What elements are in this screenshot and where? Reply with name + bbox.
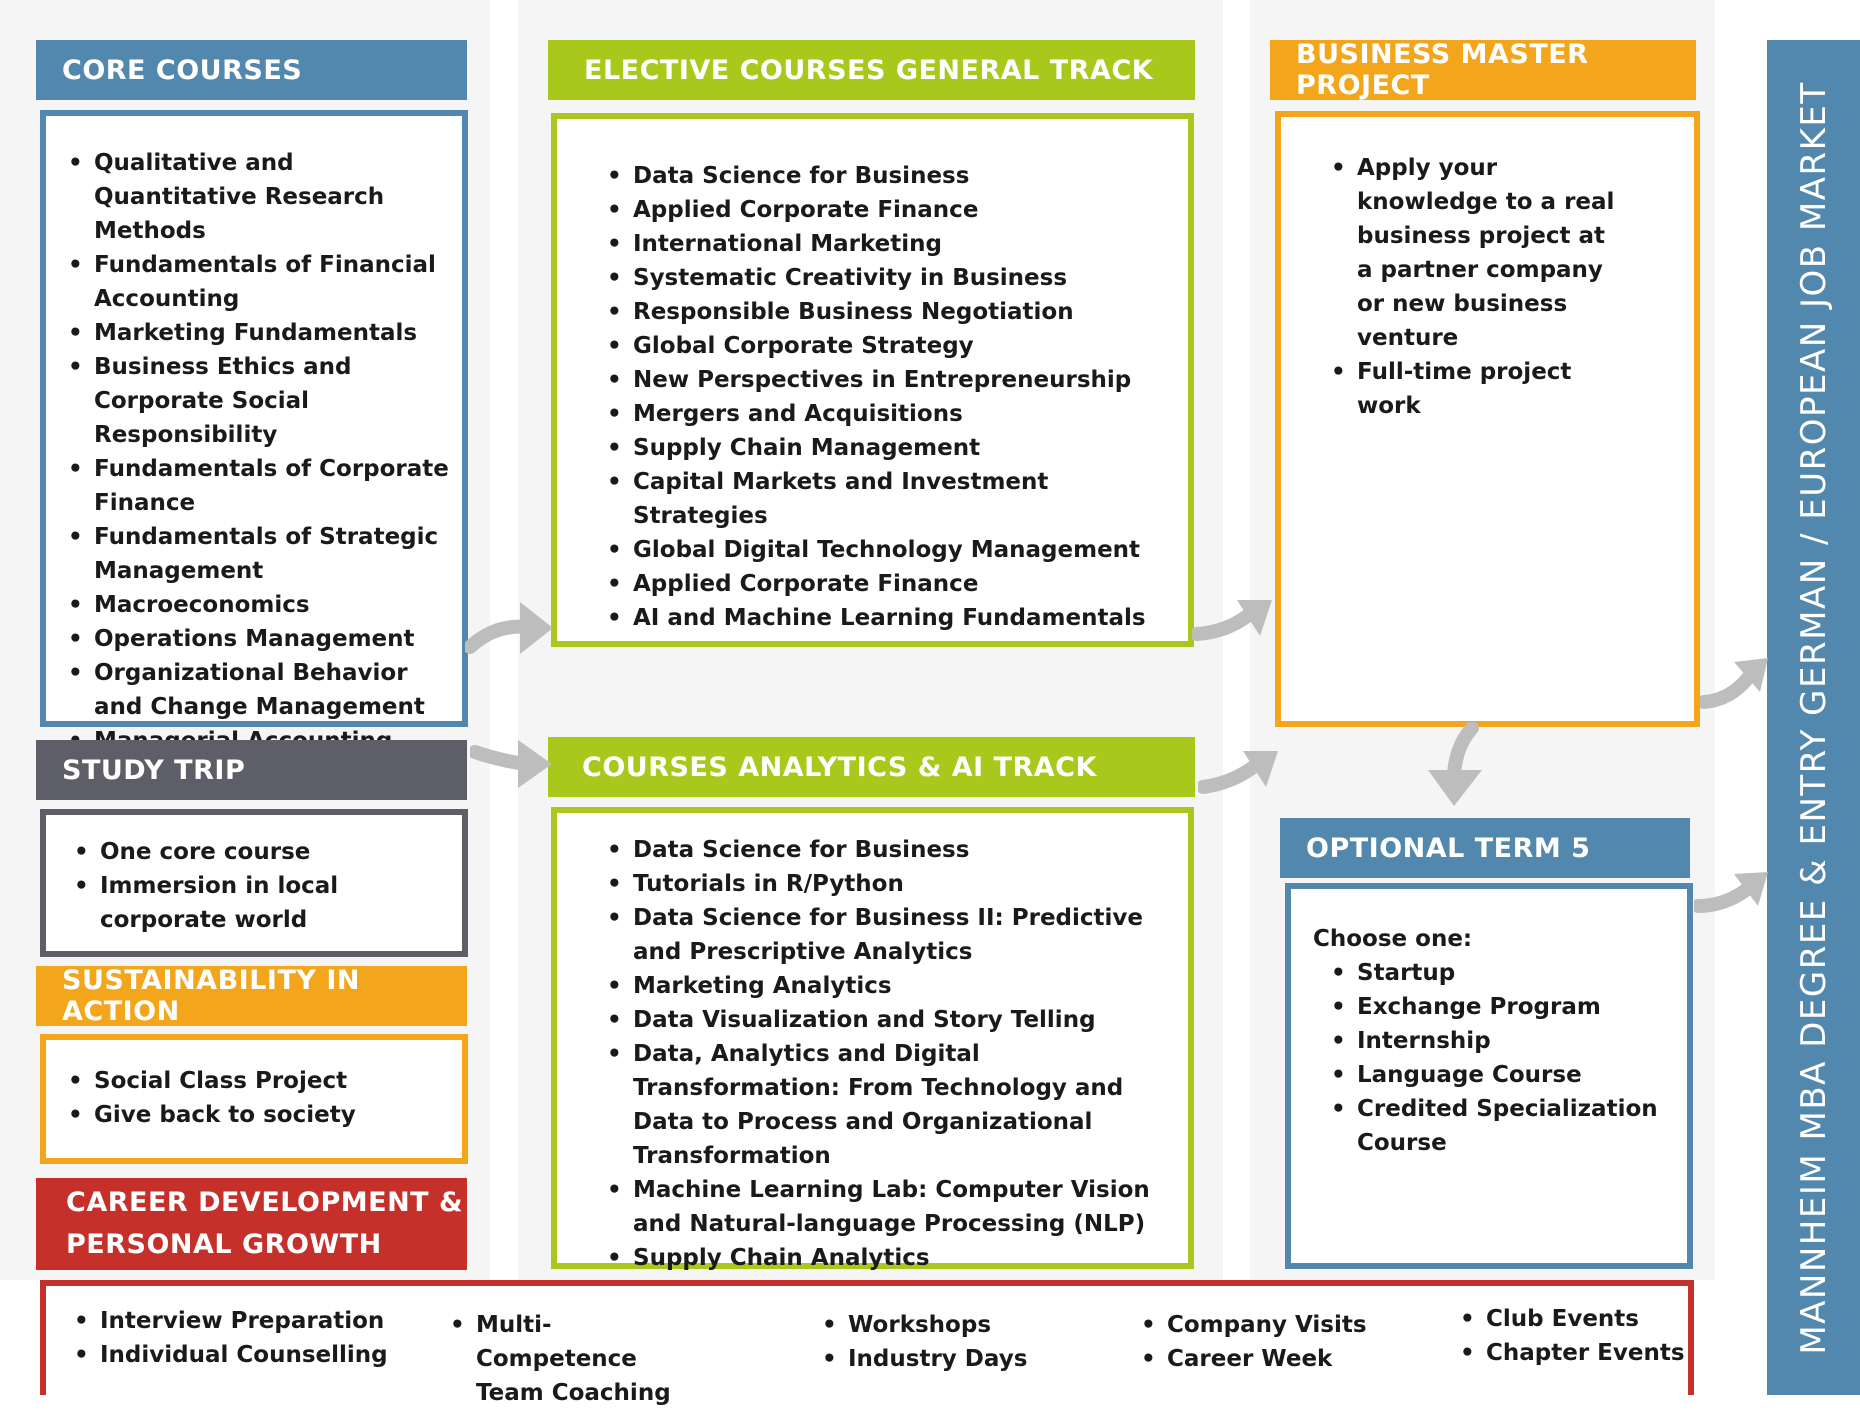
list-item: Business Ethics and Corporate Social Res…	[68, 350, 452, 452]
study-trip-box: One core course Immersion in local corpo…	[40, 809, 468, 957]
list-item: One core course	[74, 835, 452, 869]
list-item: Applied Corporate Finance	[607, 193, 1178, 227]
list-item: Responsible Business Negotiation	[607, 295, 1178, 329]
list-item: Tutorials in R/Python	[607, 867, 1178, 901]
list-item: Company Visits	[1141, 1308, 1367, 1342]
optional-term-header: OPTIONAL TERM 5	[1280, 818, 1690, 878]
core-courses-header: CORE COURSES	[36, 40, 467, 100]
list-item: Workshops	[822, 1308, 1027, 1342]
list-item: Data Science for Business	[607, 833, 1178, 867]
list-item: Operations Management	[68, 622, 452, 656]
list-item: AI and Machine Learning Fundamentals	[607, 601, 1178, 635]
optional-term-list: Startup Exchange Program Internship Lang…	[1313, 956, 1677, 1160]
core-courses-title: CORE COURSES	[62, 54, 303, 86]
career-title-line-2: PERSONAL GROWTH	[66, 1229, 382, 1260]
list-item: Club Events	[1460, 1302, 1685, 1336]
outcome-label: MANNHEIM MBA DEGREE & ENTRY GERMAN / EUR…	[1793, 80, 1834, 1355]
elective-general-box: Data Science for Business Applied Corpor…	[551, 113, 1194, 647]
master-project-box: Apply your knowledge to a real business …	[1275, 111, 1700, 727]
list-item: Career Week	[1141, 1342, 1367, 1376]
list-item: Organizational Behavior and Change Manag…	[68, 656, 452, 724]
list-item: Credited Specialization Course	[1331, 1092, 1677, 1160]
elective-general-header: ELECTIVE COURSES GENERAL TRACK	[548, 40, 1195, 100]
analytics-track-box: Data Science for Business Tutorials in R…	[551, 807, 1194, 1275]
list-item: Marketing Analytics	[607, 969, 1178, 1003]
list-item: Macroeconomics	[68, 588, 452, 622]
list-item: Social Class Project	[68, 1064, 452, 1098]
core-courses-box: Qualitative and Quantitative Research Me…	[40, 110, 468, 758]
list-item: Data Science for Business II: Predictive…	[607, 901, 1178, 969]
master-project-title: BUSINESS MASTER PROJECT	[1296, 39, 1589, 101]
master-project-header: BUSINESS MASTER PROJECT	[1270, 39, 1696, 101]
optional-term-intro: Choose one:	[1313, 926, 1473, 952]
list-item: Systematic Creativity in Business	[607, 261, 1178, 295]
list-item: International Marketing	[607, 227, 1178, 261]
list-item: Machine Learning Lab: Computer Vision an…	[607, 1173, 1178, 1241]
list-item: Internship	[1331, 1024, 1677, 1058]
optional-term-box: Choose one: Startup Exchange Program Int…	[1285, 883, 1693, 1269]
master-project-list: Apply your knowledge to a real business …	[1331, 151, 1621, 423]
list-item: Full-time project work	[1331, 355, 1621, 423]
list-item: Data Science for Business	[607, 159, 1178, 193]
sustainability-header: SUSTAINABILITY IN ACTION	[36, 965, 467, 1027]
arrow-core-to-elective-icon	[465, 602, 553, 654]
list-item: Global Corporate Strategy	[607, 329, 1178, 363]
study-trip-list: One core course Immersion in local corpo…	[74, 835, 452, 937]
career-header: CAREER DEVELOPMENT & PERSONAL GROWTH	[36, 1178, 467, 1270]
list-item: Supply Chain Management	[607, 431, 1178, 465]
list-item: Give back to society	[68, 1098, 452, 1132]
analytics-track-list: Data Science for Business Tutorials in R…	[607, 833, 1178, 1275]
study-trip-header: STUDY TRIP	[36, 740, 467, 800]
sustainability-box: Social Class Project Give back to societ…	[40, 1034, 468, 1164]
list-item: Applied Corporate Finance	[607, 567, 1178, 601]
list-item: Marketing Fundamentals	[68, 316, 452, 350]
list-item: Mergers and Acquisitions	[607, 397, 1178, 431]
arrow-analytics-to-project-icon	[1198, 751, 1278, 794]
list-item: Fundamentals of Financial Accounting	[68, 248, 452, 316]
career-column-3: Workshops Industry Days	[822, 1308, 1027, 1376]
career-column-4: Company Visits Career Week	[1141, 1308, 1367, 1376]
list-item: Fundamentals of Strategic Management	[68, 520, 452, 588]
study-trip-title: STUDY TRIP	[62, 754, 246, 786]
arrow-project-to-term5-icon	[1428, 722, 1482, 806]
list-item: Supply Chain Analytics	[607, 1241, 1178, 1275]
career-title-line-1: CAREER DEVELOPMENT &	[66, 1187, 464, 1218]
arrow-term5-to-outcome-icon	[1694, 872, 1768, 913]
list-item: Data Visualization and Story Telling	[607, 1003, 1178, 1037]
list-item: New Perspectives in Entrepreneurship	[607, 363, 1178, 397]
list-item: Global Digital Technology Management	[607, 533, 1178, 567]
list-item: Capital Markets and Investment Strategie…	[607, 465, 1178, 533]
elective-general-title: ELECTIVE COURSES GENERAL TRACK	[584, 54, 1154, 86]
career-column-1: Interview Preparation Individual Counsel…	[74, 1304, 388, 1372]
list-item: Language Course	[1331, 1058, 1677, 1092]
arrow-elective-to-project-icon	[1192, 600, 1272, 641]
analytics-track-title: COURSES ANALYTICS & AI TRACK	[582, 751, 1097, 783]
optional-term-title: OPTIONAL TERM 5	[1306, 832, 1591, 864]
elective-general-list: Data Science for Business Applied Corpor…	[607, 159, 1178, 635]
sustainability-list: Social Class Project Give back to societ…	[68, 1064, 452, 1132]
list-item: Data, Analytics and Digital Transformati…	[607, 1037, 1178, 1173]
analytics-track-header: COURSES ANALYTICS & AI TRACK	[548, 737, 1195, 797]
list-item: Exchange Program	[1331, 990, 1677, 1024]
list-item: Immersion in local corporate world	[74, 869, 452, 937]
arrow-project-to-outcome-icon	[1700, 658, 1768, 709]
arrow-core-to-analytics-icon	[470, 740, 552, 788]
outcome-bar: MANNHEIM MBA DEGREE & ENTRY GERMAN / EUR…	[1767, 40, 1860, 1395]
list-item: Fundamentals of Corporate Finance	[68, 452, 452, 520]
sustainability-title: SUSTAINABILITY IN ACTION	[62, 965, 360, 1027]
list-item: Startup	[1331, 956, 1677, 990]
list-item: Individual Counselling	[74, 1338, 388, 1372]
career-column-5: Club Events Chapter Events	[1460, 1302, 1685, 1370]
core-courses-list: Qualitative and Quantitative Research Me…	[68, 146, 452, 758]
list-item: Apply your knowledge to a real business …	[1331, 151, 1621, 355]
career-box: Interview Preparation Individual Counsel…	[40, 1280, 1694, 1406]
list-item: Qualitative and Quantitative Research Me…	[68, 146, 452, 248]
list-item: Chapter Events	[1460, 1336, 1685, 1370]
list-item: Interview Preparation	[74, 1304, 388, 1338]
list-item: Industry Days	[822, 1342, 1027, 1376]
